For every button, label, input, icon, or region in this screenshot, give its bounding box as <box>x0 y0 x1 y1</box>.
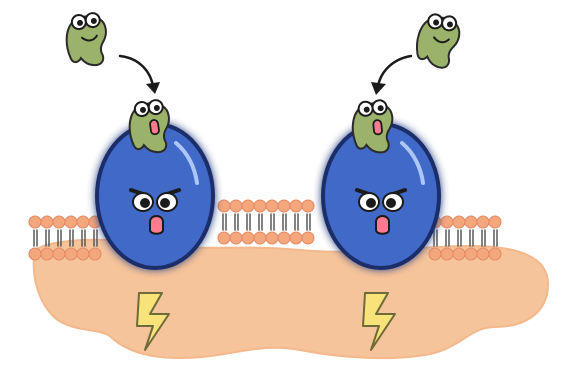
ligand-cartoon-icon <box>350 99 396 155</box>
membrane-segment-middle <box>218 200 314 244</box>
membrane-segment-right <box>429 216 501 260</box>
ligand-cartoon-icon <box>414 12 461 69</box>
curved-arrow-icon <box>371 56 411 95</box>
ligand-cartoon-icon <box>63 12 110 69</box>
membrane-segment-left <box>29 216 101 260</box>
curved-arrow-icon <box>120 56 160 94</box>
